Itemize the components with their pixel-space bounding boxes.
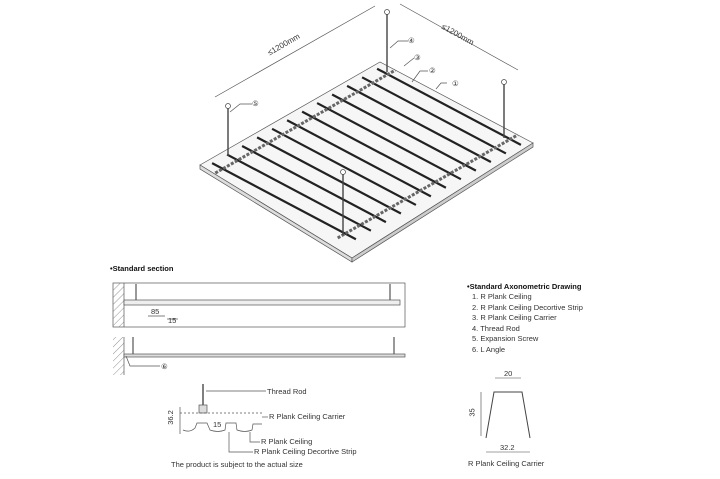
legend-item: 3. R Plank Ceiling Carrier <box>472 313 557 323</box>
ceiling-carrier <box>336 133 519 240</box>
callout-leader <box>403 57 415 67</box>
legend-item: 1. R Plank Ceiling <box>472 292 532 301</box>
decorative-strip <box>361 76 507 155</box>
callout-4: ④ <box>408 36 415 45</box>
dim-bottom-width: 32.2 <box>500 443 515 452</box>
dim-85: 85 <box>151 307 160 316</box>
legend-item: 2. R Plank Ceiling Decortive Strip <box>472 302 583 312</box>
thread-rods <box>227 12 505 235</box>
decorative-strip <box>256 136 402 215</box>
dim-15: 15 <box>168 316 177 325</box>
callout-5: ⑤ <box>252 99 259 108</box>
carrier-caption: R Plank Ceiling Carrier <box>468 459 545 468</box>
legend-list: 1. R Plank Ceiling 2. R Plank Ceiling De… <box>472 292 583 356</box>
callout-leader <box>229 103 252 113</box>
l-angle-section <box>113 337 406 375</box>
ceiling-plank-profile <box>182 422 262 432</box>
decorative-strip <box>271 127 417 206</box>
legend-title: •Standard Axonometric Drawing <box>467 282 582 291</box>
legend-item: 5. Expansion Screw <box>472 334 539 344</box>
section-title: •Standard section <box>110 264 174 273</box>
decorative-strip <box>376 67 522 146</box>
label-strip: R Plank Ceiling Decortive Strip <box>254 447 357 456</box>
carrier-profile-shape <box>485 391 531 439</box>
legend-item: 6. L Angle <box>472 344 506 354</box>
expansion-screw <box>384 9 390 15</box>
callout-leader <box>389 40 408 49</box>
rod-nut <box>198 404 208 414</box>
callout-6: ⑥ <box>161 362 168 371</box>
carrier-profile <box>480 377 531 453</box>
decorative-strip <box>331 93 477 172</box>
callout-leader <box>411 70 428 83</box>
leader-ceiling <box>249 432 260 443</box>
decorative-strip <box>241 144 387 224</box>
ceiling-strip-section <box>123 299 401 306</box>
callout-leader <box>125 355 160 367</box>
decorative-strip <box>211 162 357 241</box>
leader-strip <box>228 432 253 453</box>
callout-1: ① <box>452 79 459 88</box>
dim-top-width: 20 <box>504 369 513 378</box>
expansion-screw <box>340 169 346 175</box>
callout-3: ③ <box>414 53 421 62</box>
ceiling-carrier <box>214 68 397 175</box>
decorative-strip <box>316 102 462 181</box>
wall-hatch <box>113 337 124 375</box>
dim-36: 36.2 <box>165 410 175 425</box>
decorative-strip <box>346 84 492 164</box>
dimension-line-left <box>214 5 376 98</box>
callout-2: ② <box>429 66 436 75</box>
section-detail <box>179 384 268 453</box>
decorative-strip <box>226 153 372 232</box>
label-carrier: R Plank Ceiling Carrier <box>269 412 346 421</box>
axonometric-drawing <box>199 3 534 263</box>
wall-hatch <box>113 283 124 327</box>
expansion-screw <box>501 79 507 85</box>
ceiling-plank-section <box>123 353 406 358</box>
note: The product is subject to the actual siz… <box>171 460 303 469</box>
dim-height: 35 <box>467 408 477 417</box>
dimension-line-right <box>399 3 519 71</box>
decorative-strip <box>301 110 447 189</box>
decorative-strip <box>286 119 432 198</box>
callout-leader <box>435 82 447 90</box>
standard-section <box>112 282 406 328</box>
ceiling-panel-edge <box>351 142 534 263</box>
label-thread-rod: Thread Rod <box>267 387 307 396</box>
dim-15-detail: 15 <box>213 420 222 429</box>
legend-item: 4. Thread Rod <box>472 323 520 333</box>
expansion-screw <box>225 103 231 109</box>
label-ceiling: R Plank Ceiling <box>261 437 313 446</box>
